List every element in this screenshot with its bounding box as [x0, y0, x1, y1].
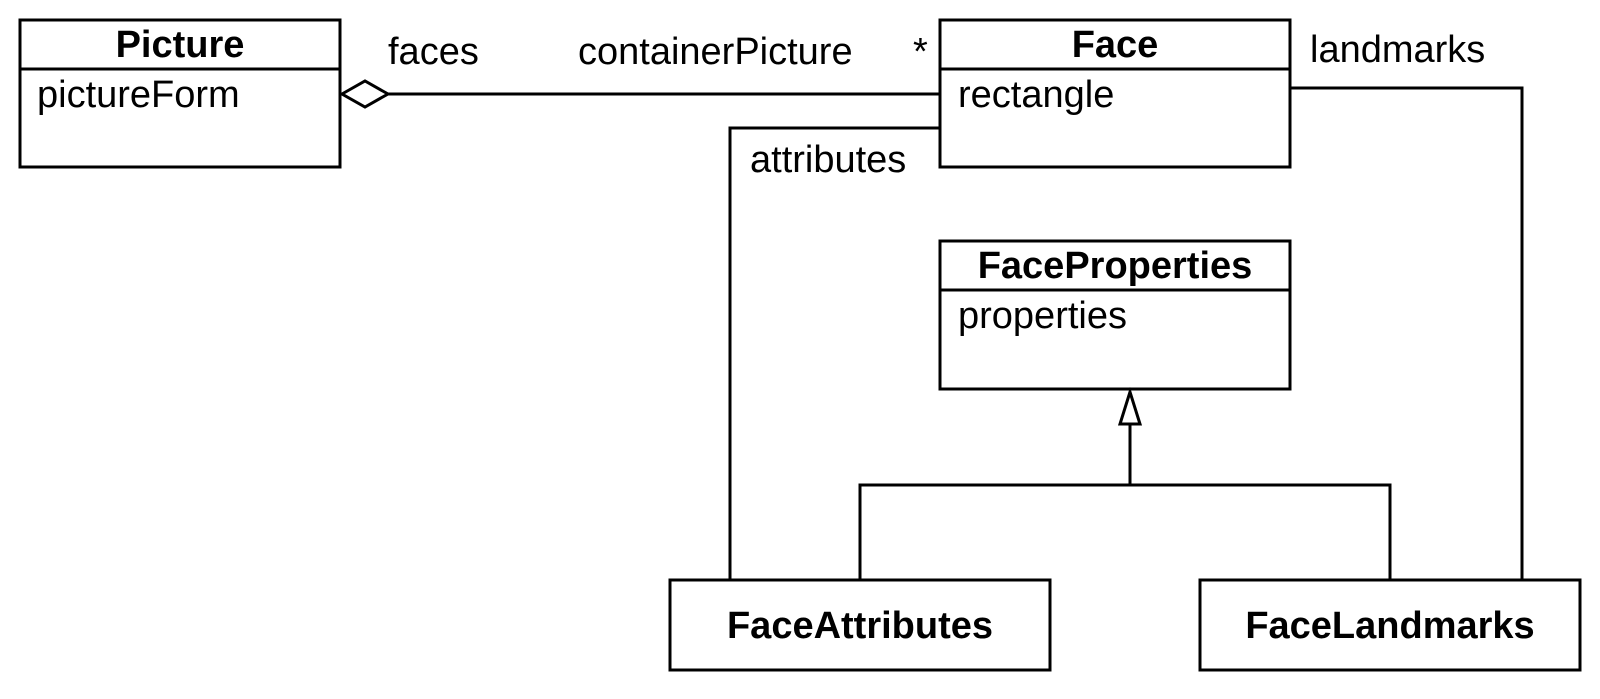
class-picture-box — [18, 18, 342, 169]
class-face: Face rectangle — [938, 18, 1292, 169]
aggregation-diamond-icon — [338, 79, 392, 109]
role-label-faces: faces — [388, 31, 479, 73]
association-attributes-line — [728, 126, 940, 580]
role-label-container-picture: containerPicture — [578, 31, 853, 73]
generalization-face-properties — [858, 386, 1392, 580]
class-face-name: Face — [1072, 24, 1159, 66]
class-picture-name: Picture — [116, 24, 245, 66]
role-label-landmarks: landmarks — [1310, 29, 1485, 71]
class-face-properties-name: FaceProperties — [978, 245, 1253, 287]
class-face-properties-attribute: properties — [958, 295, 1127, 337]
class-face-attributes: FaceAttributes — [668, 578, 1052, 672]
aggregation-picture-face: faces containerPicture * — [338, 31, 940, 109]
class-face-attributes-name: FaceAttributes — [727, 605, 993, 647]
class-face-properties-box — [938, 239, 1292, 391]
class-picture: Picture pictureForm — [18, 18, 342, 169]
class-face-attribute: rectangle — [958, 74, 1114, 116]
generalization-branch — [858, 483, 1392, 580]
class-face-landmarks-name: FaceLandmarks — [1245, 605, 1534, 647]
class-face-landmarks: FaceLandmarks — [1198, 578, 1582, 672]
class-face-box — [938, 18, 1292, 169]
class-picture-attribute: pictureForm — [37, 74, 240, 116]
association-face-attributes: attributes — [728, 126, 940, 580]
association-landmarks-line — [1290, 86, 1524, 580]
multiplicity-label: * — [913, 31, 928, 73]
class-face-properties: FaceProperties properties — [938, 239, 1292, 391]
association-face-landmarks: landmarks — [1290, 29, 1524, 580]
class-face-landmarks-box — [1198, 578, 1582, 672]
role-label-attributes: attributes — [750, 139, 906, 181]
generalization-arrow-icon — [1117, 386, 1143, 426]
class-face-attributes-box — [668, 578, 1052, 672]
